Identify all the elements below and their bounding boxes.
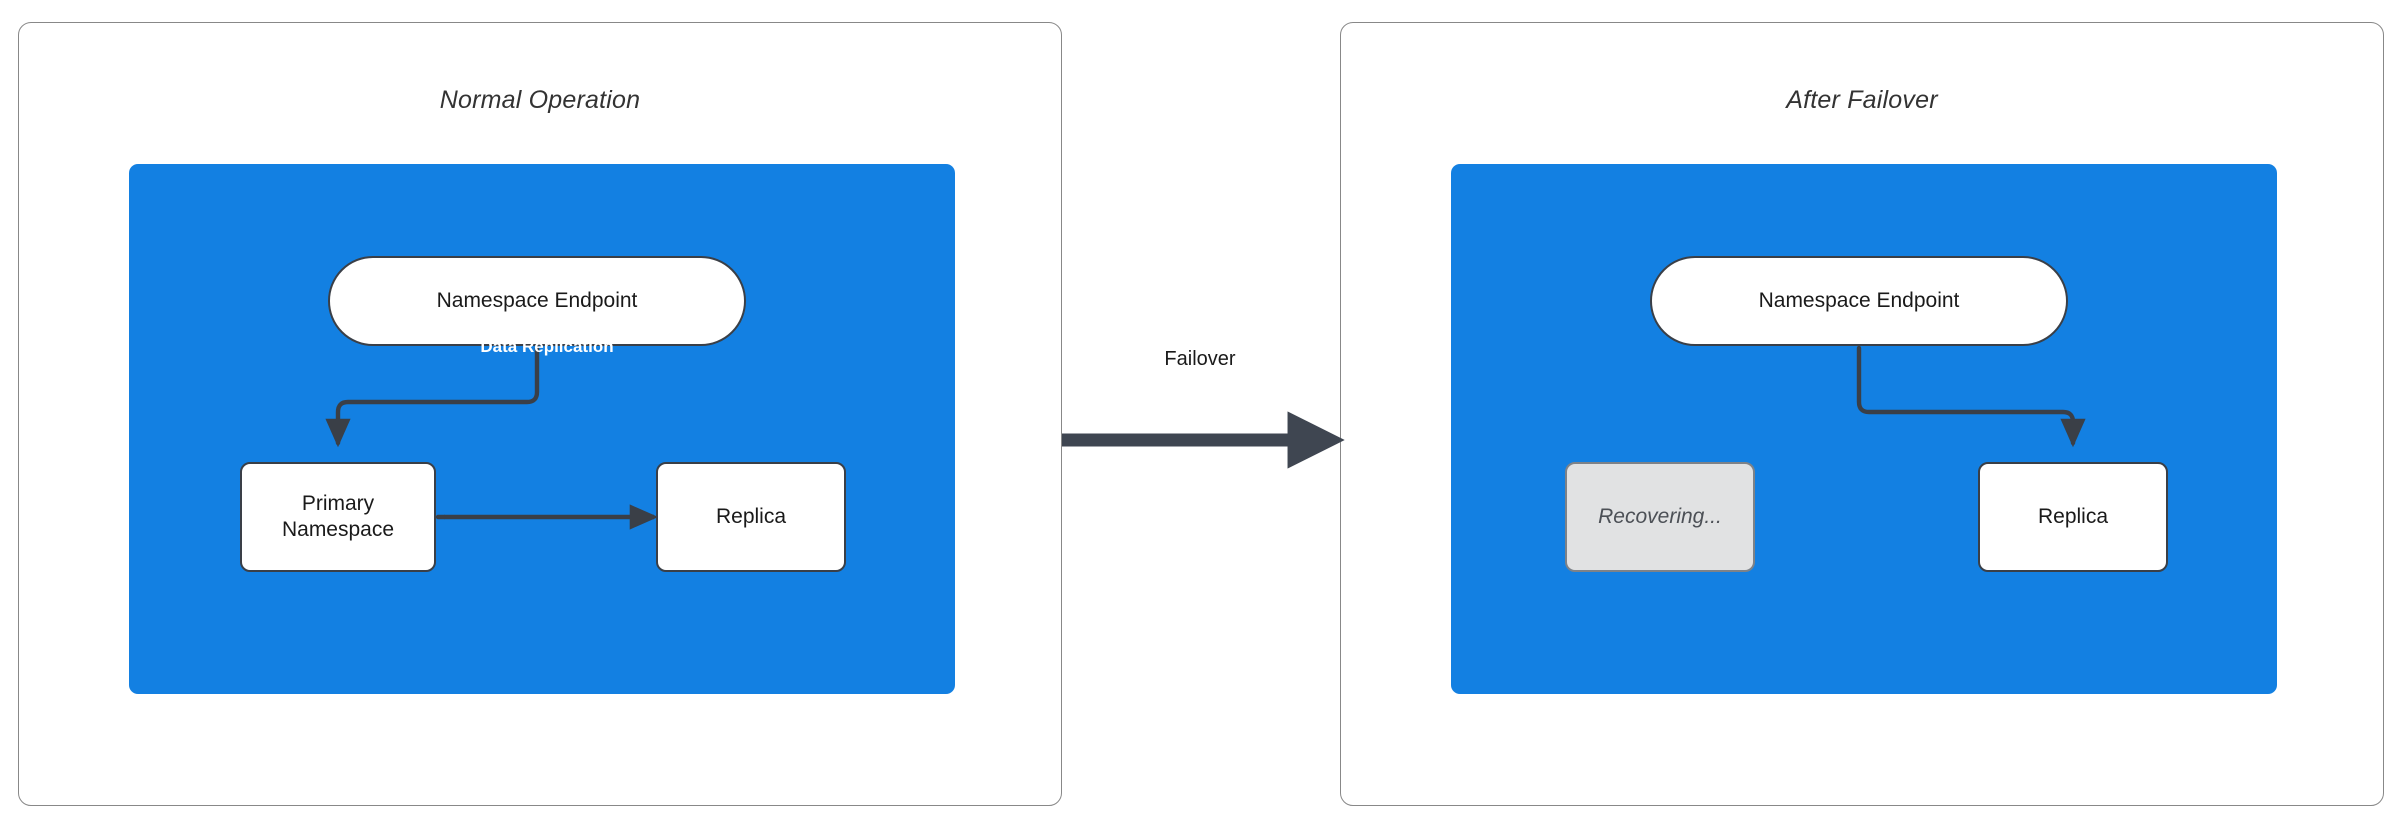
- node-replica-normal[interactable]: Replica: [656, 462, 846, 572]
- node-label: Primary Namespace: [282, 491, 394, 544]
- panel-title-after-failover: After Failover: [1786, 86, 1938, 114]
- node-label-line1: Primary: [301, 491, 375, 515]
- node-primary-namespace[interactable]: Primary Namespace: [240, 462, 436, 572]
- zone-primary-region: [129, 164, 955, 694]
- node-label: Recovering...: [1598, 504, 1722, 528]
- node-label-line2: Namespace: [281, 518, 395, 541]
- node-namespace-endpoint-normal[interactable]: Namespace Endpoint: [328, 256, 746, 346]
- zone-failover-region: [1451, 164, 2277, 694]
- node-label: Namespace Endpoint: [1758, 288, 1960, 312]
- panel-title-normal-operation: Normal Operation: [439, 86, 641, 114]
- node-label: Replica: [2037, 504, 2109, 528]
- node-replica-failover[interactable]: Replica: [1978, 462, 2168, 572]
- edge-label-failover: Failover: [1164, 348, 1236, 370]
- node-label: Namespace Endpoint: [436, 288, 638, 312]
- node-namespace-endpoint-failover[interactable]: Namespace Endpoint: [1650, 256, 2068, 346]
- node-label: Replica: [715, 504, 787, 528]
- node-recovering[interactable]: Recovering...: [1565, 462, 1755, 572]
- edge-label-data-replication: Data Replication: [480, 337, 614, 356]
